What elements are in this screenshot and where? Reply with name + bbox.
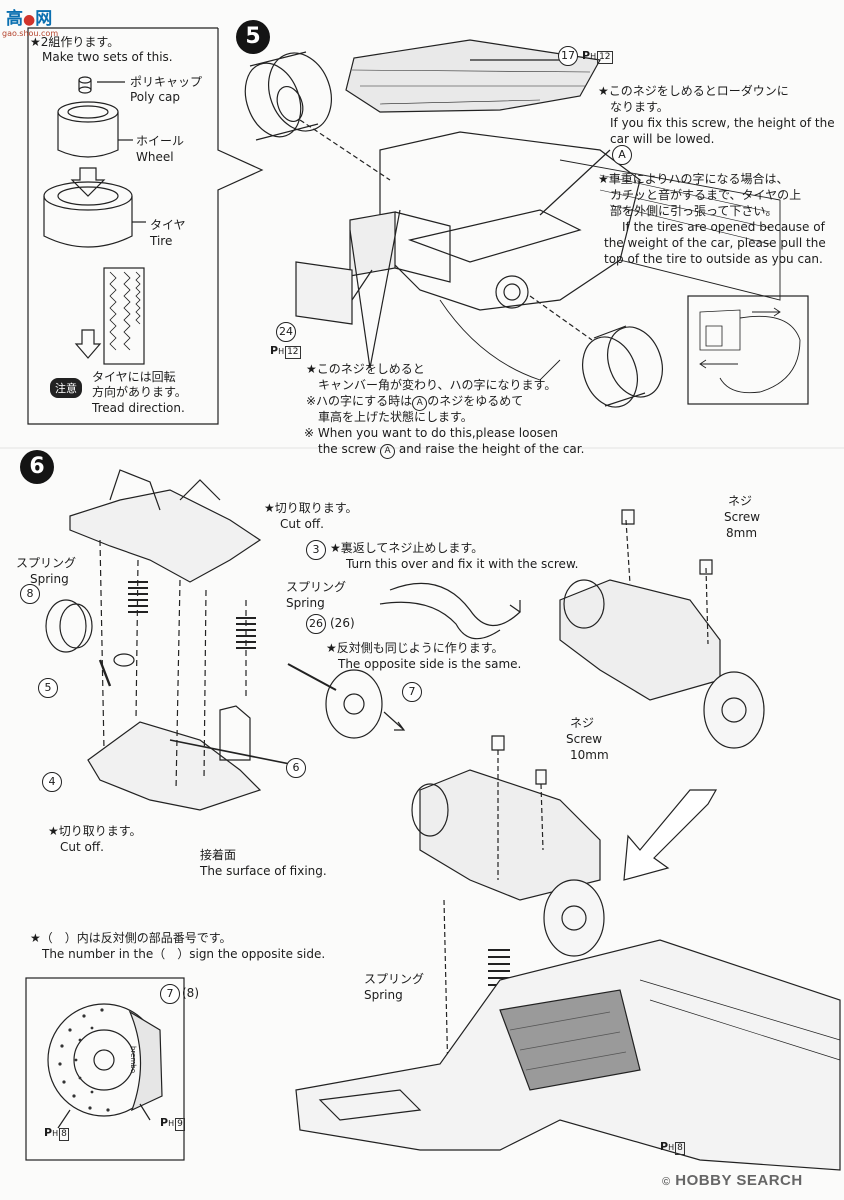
polycap-label-en: Poly cap — [130, 90, 180, 104]
bracket-note-jp: ★（ ）内は反対側の部品番号です。 — [30, 931, 232, 945]
part-6-marker: 6 — [286, 758, 306, 778]
tread-direction-en: Tread direction. — [92, 401, 185, 415]
note-lower-en-2: car will be lowed. — [610, 132, 715, 146]
spring-left-en: Spring — [30, 572, 69, 586]
part-17-marker: 17 — [558, 46, 578, 66]
watermark-text: HOBBY SEARCH — [675, 1172, 803, 1189]
part-3-marker: 3 — [306, 540, 326, 560]
tread-direction-jp-2: 方向があります。 — [92, 385, 187, 399]
screw-a-inline-en: A — [380, 444, 396, 459]
site-logo-flame: ● — [23, 12, 36, 28]
screw-8-jp: ネジ — [728, 494, 753, 508]
step-5-marker: 5 — [236, 20, 270, 54]
spring-left-jp: スプリング — [16, 556, 77, 570]
screw-10-jp: ネジ — [570, 716, 595, 730]
step-6-marker: 6 — [20, 450, 54, 484]
spring-lower-jp: スプリング — [364, 972, 425, 986]
screw-a-marker: A — [612, 145, 632, 165]
screw-a-inline: A — [412, 396, 428, 411]
inset-make-two-jp: ★2組作ります。 — [30, 35, 120, 49]
caliper-brand-logo: brembo — [129, 1046, 137, 1074]
screw-10-size: 10mm — [570, 748, 609, 762]
part-7-marker: 7 — [402, 682, 422, 702]
part-26-marker: 26 — [306, 614, 326, 634]
tire-label-en: Tire — [150, 234, 173, 248]
site-logo: 高●网 — [6, 4, 52, 29]
surface-fixing-jp: 接着面 — [200, 848, 237, 862]
screw-8-size: 8mm — [726, 526, 758, 540]
hobby-search-watermark: © HOBBY SEARCH — [662, 1172, 803, 1189]
cut-off-top-en: Cut off. — [280, 517, 324, 531]
note-camber-jp-1: ★このネジをしめると — [306, 362, 425, 376]
part-26-opposite: (26) — [330, 616, 355, 630]
caution-badge: 注意 — [50, 378, 82, 398]
disc-part-8-opposite: (8) — [182, 986, 199, 1000]
screw-8-en: Screw — [724, 510, 761, 524]
spring-lower-en: Spring — [364, 988, 403, 1002]
note-lower-jp-1: ★このネジをしめるとローダウンに — [598, 84, 789, 98]
site-logo-mark: 高 — [6, 9, 23, 29]
note-camber-jp-4: 車高を上げた状態にします。 — [318, 410, 473, 424]
tread-direction-jp-1: タイヤには回転 — [92, 370, 176, 384]
spring-mid-jp: スプリング — [286, 580, 347, 594]
note-tire-en-1: If the tires are opened because of — [622, 220, 825, 234]
site-logo-name: 网 — [35, 9, 53, 29]
surface-fixing-en: The surface of fixing. — [200, 864, 327, 878]
note-tire-en-3: top of the tire to outside as you can. — [604, 252, 823, 266]
polycap-label-jp: ポリキャップ — [130, 75, 203, 89]
disc-part-7-marker: 7 — [160, 984, 180, 1004]
wheel-label-jp: ホイール — [136, 134, 185, 148]
note-tire-en-2: the weight of the car, please pull the — [604, 236, 826, 250]
wheel-label-en: Wheel — [136, 150, 174, 164]
opposite-side-jp: ★反対側も同じように作ります。 — [326, 641, 504, 655]
tire-label-jp: タイヤ — [150, 218, 186, 232]
site-url: gao.shou.com — [2, 29, 59, 38]
note-lower-en-1: If you fix this screw, the height of the — [610, 116, 835, 130]
screw-10-en: Screw — [566, 732, 603, 746]
opposite-side-en: The opposite side is the same. — [338, 657, 522, 671]
note-tire-jp-2: カチッと音がするまで、タイヤの上 — [610, 188, 802, 202]
part-8-marker: 8 — [20, 584, 40, 604]
bracket-note-en: The number in the（ ）sign the opposite si… — [42, 947, 326, 961]
cut-off-bottom-en: Cut off. — [60, 840, 104, 854]
turn-over-jp: ★裏返してネジ止めします。 — [330, 541, 484, 555]
part-4-marker: 4 — [42, 772, 62, 792]
inset-make-two-en: Make two sets of this. — [42, 50, 173, 64]
cut-off-top-jp: ★切り取ります。 — [264, 501, 358, 515]
turn-over-en: Turn this over and fix it with the screw… — [346, 557, 579, 571]
note-lower-jp-2: なります。 — [610, 100, 669, 114]
part-5-marker: 5 — [38, 678, 58, 698]
note-camber-en-1: ※ When you want to do this,please loosen — [304, 426, 559, 440]
note-tire-jp-3: 部を外側に引っ張って下さい。 — [610, 204, 778, 218]
note-tire-jp-1: ★車重によりハの字になる場合は、 — [598, 172, 789, 186]
spring-mid-en: Spring — [286, 596, 325, 610]
copyright-icon: © — [662, 1176, 671, 1188]
note-camber-en-2: the screw A and raise the height of the … — [318, 442, 584, 459]
part-24-marker: 24 — [276, 322, 296, 342]
note-camber-jp-2: キャンバー角が変わり、ハの字になります。 — [318, 378, 557, 392]
cut-off-bottom-jp: ★切り取ります。 — [48, 824, 142, 838]
